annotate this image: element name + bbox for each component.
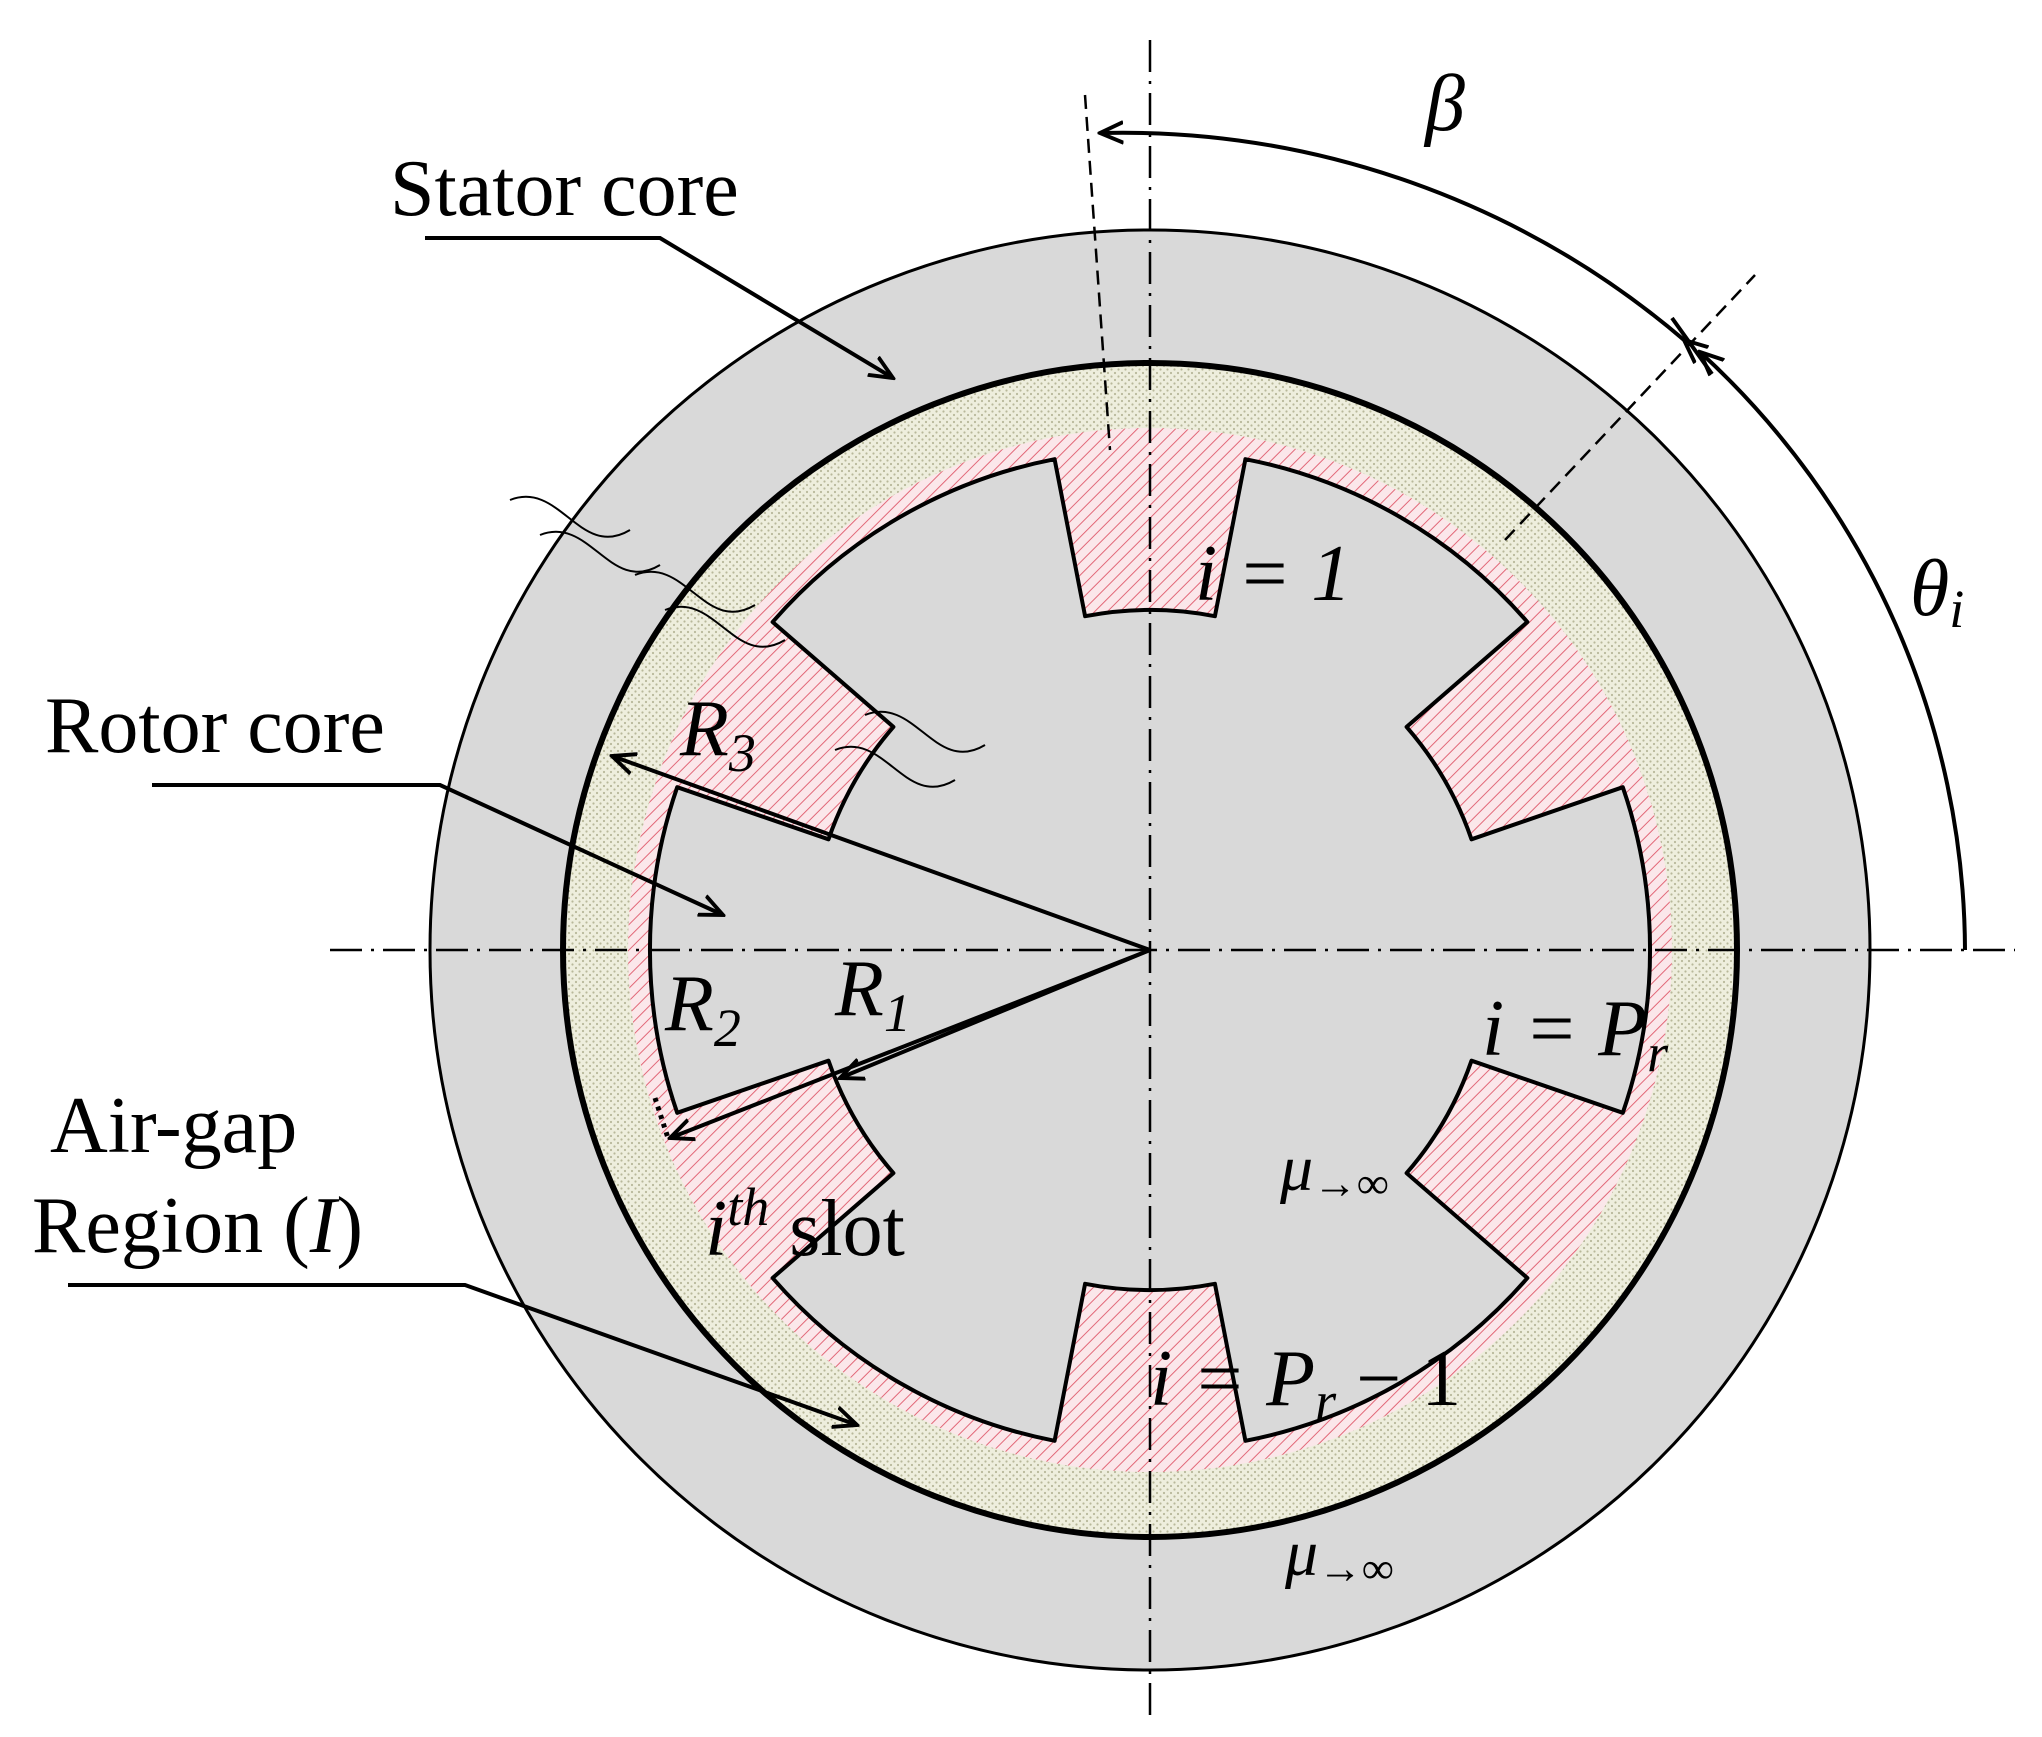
wavy-break-marks [509, 495, 986, 788]
R1-label: R1 [834, 945, 911, 1043]
theta-arc [1700, 352, 1967, 951]
air-gap-leader [68, 1283, 857, 1425]
ith-slot-label: ith slot [705, 1177, 905, 1273]
R2-radius-arrow [670, 948, 1151, 1138]
mu-stator-label: μ→∞ [1284, 1517, 1394, 1593]
mu-rotor-label: μ→∞ [1279, 1132, 1389, 1208]
slot-pr-label: i = Pr [1482, 985, 1669, 1083]
air-gap-label-line2: Region (I) [32, 1182, 363, 1270]
beta-arc-tick [1670, 316, 1714, 376]
slot-1-label: i = 1 [1195, 530, 1351, 618]
air-gap-label-line1: Air-gap [50, 1082, 297, 1170]
beta-arc [1100, 133, 1684, 340]
R2-arrow-dots [652, 1097, 671, 1139]
R3-label: R3 [679, 685, 756, 783]
slot-pr-minus-1-label: i = Pr − 1 [1150, 1335, 1461, 1431]
theta-label: θi [1910, 545, 1964, 639]
R3-radius-arrow [612, 756, 1151, 952]
stator-core-label: Stator core [390, 145, 739, 233]
rotor-core-leader [152, 783, 723, 915]
beta-label: β [1423, 60, 1465, 148]
R2-label: R2 [664, 960, 741, 1058]
rotor-core-label: Rotor core [45, 682, 385, 770]
stator-core-leader [425, 236, 893, 378]
slot-pitch-reference-line [1504, 274, 1756, 541]
